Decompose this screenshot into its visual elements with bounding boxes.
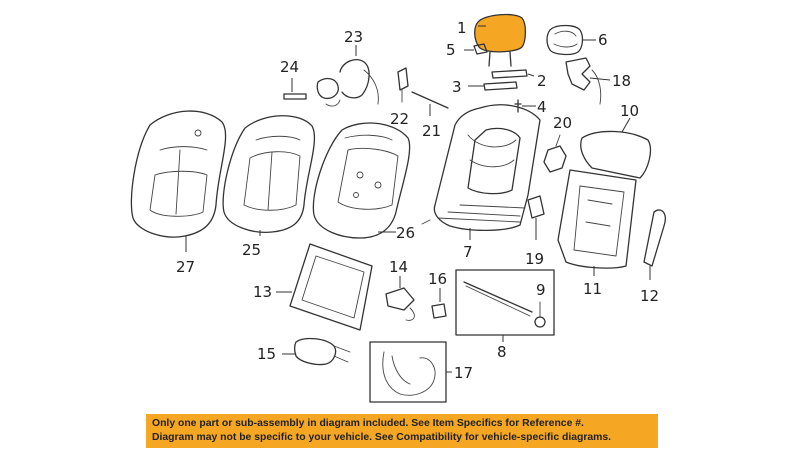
part-9-bolt [534,301,546,328]
callout-18: 18 [612,72,631,90]
callout-13: 13 [253,283,272,301]
disclaimer-banner: Only one part or sub-assembly in diagram… [146,414,658,448]
part-21-rod [411,91,449,109]
part-24-strip [283,93,307,100]
disclaimer-line-2: Diagram may not be specific to your vehi… [152,432,612,443]
callout-21: 21 [422,122,441,140]
callout-12: 12 [640,287,659,305]
part-22-retainer [397,67,409,103]
callout-19: 19 [525,250,544,268]
callout-25: 25 [242,241,261,259]
part-27-seat-cover [130,110,227,238]
part-14-cable [385,287,415,321]
part-7-seat-frame [421,104,541,232]
callout-27: 27 [176,258,195,276]
callout-6: 6 [598,31,608,49]
part-17-harness [369,341,447,403]
part-10-back-cover [580,130,652,179]
callout-23: 23 [344,28,363,46]
callout-15: 15 [257,345,276,363]
callout-24: 24 [280,58,299,76]
callout-22: 22 [390,110,409,128]
callout-20: 20 [553,114,572,132]
part-20-motor [543,134,567,173]
callout-26: 26 [396,224,415,242]
disclaimer-line-1: Only one part or sub-assembly in diagram… [152,418,584,429]
callout-9: 9 [536,281,546,299]
part-11-back-panel [557,169,637,269]
callout-7: 7 [463,243,473,261]
part-13-panel [289,243,373,331]
part-5-clip [473,43,488,55]
part-6-cushion [546,24,584,56]
part-18-bracket [565,57,602,105]
callout-4: 4 [537,98,547,116]
part-12-trim [643,209,666,267]
callout-2: 2 [537,72,547,90]
part-23-lumbar [316,58,379,107]
callout-5: 5 [446,41,456,59]
part-15-motor [293,337,351,366]
part-25-seat-cover [222,115,316,233]
part-19-actuator [527,195,545,219]
callout-1: 1 [457,19,467,37]
part-26-seat-back-panel [312,122,411,239]
callout-10: 10 [620,102,639,120]
callout-14: 14 [389,258,408,276]
callout-3: 3 [452,78,462,96]
callout-11: 11 [583,280,602,298]
callout-8: 8 [497,343,507,361]
part-2-guide [491,69,528,79]
part-4-pin [514,99,522,113]
callout-16: 16 [428,270,447,288]
part-16-switch [431,303,447,319]
part-8-kit-box [455,269,555,336]
part-3-guide [483,81,518,91]
callout-17: 17 [454,364,473,382]
part-1-headrest [474,13,527,67]
